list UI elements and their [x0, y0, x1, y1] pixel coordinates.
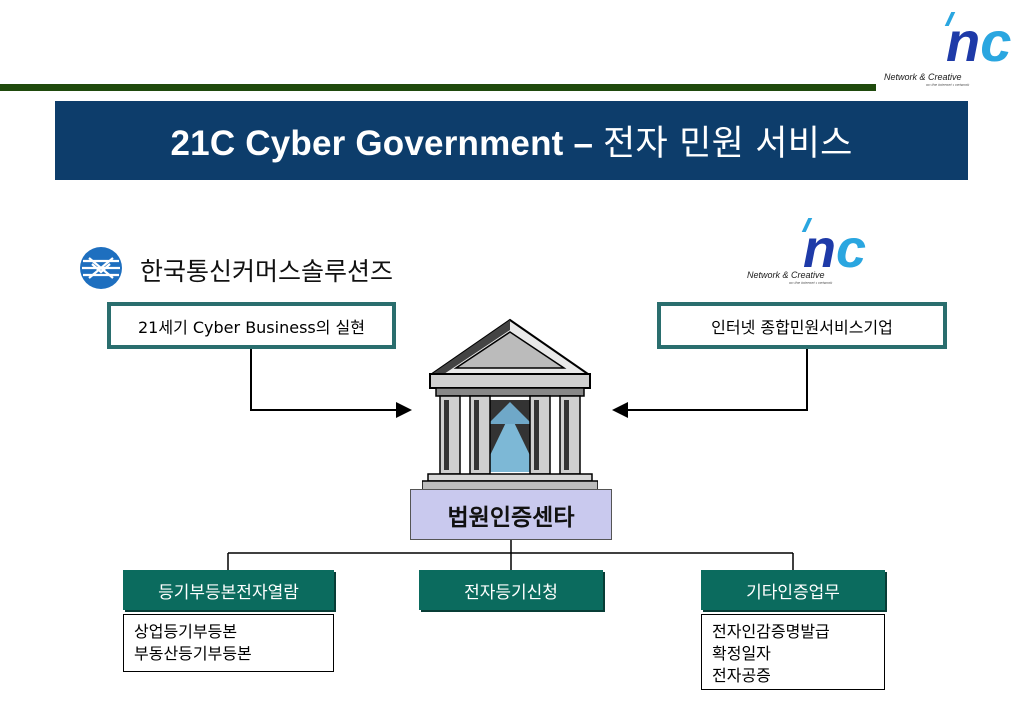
page-title-ko: 전자 민원 서비스	[603, 124, 853, 164]
logo-letters: nc	[803, 219, 867, 279]
logo-tagline: Network & Creative	[884, 72, 962, 82]
logo-subtagline: on the internet • network	[926, 82, 970, 87]
center-box: 법원인증센타	[410, 489, 612, 540]
list-item: 전자인감증명발급	[712, 622, 830, 641]
logo-subtagline: on the internet • network	[789, 280, 833, 285]
page-title-en: 21C Cyber Government –	[170, 124, 594, 163]
title-banner: 21C Cyber Government – 전자 민원 서비스	[55, 101, 968, 180]
courthouse-icon	[422, 318, 598, 491]
branch-list-right: 전자인감증명발급 확정일자 전자공증	[701, 614, 885, 690]
list-item: 전자공증	[712, 666, 771, 685]
list-item: 확정일자	[712, 644, 771, 663]
company-name: 한국통신커머스솔루션즈	[140, 257, 394, 286]
logo-letters: nc	[946, 10, 1012, 73]
logo-mid-right: nc Network & Creative on the internet • …	[745, 218, 875, 288]
page-title: 21C Cyber Government – 전자 민원 서비스	[171, 115, 853, 166]
branch-label-left: 등기부등본전자열람	[123, 570, 334, 610]
list-item: 상업등기부등본	[134, 622, 238, 641]
list-item: 부동산등기부등본	[134, 644, 252, 663]
left-top-box: 21세기 Cyber Business의 실현	[107, 302, 396, 349]
header-rule	[0, 84, 876, 91]
right-top-box: 인터넷 종합민원서비스기업	[657, 302, 947, 349]
logo-top-right: nc Network & Creative on the internet • …	[880, 10, 1020, 90]
branch-list-left: 상업등기부등본 부동산등기부등본	[123, 614, 334, 672]
right-arrow	[612, 347, 808, 418]
branch-label-center: 전자등기신청	[419, 570, 603, 610]
left-arrow	[250, 347, 412, 418]
logo-tagline: Network & Creative	[747, 270, 825, 280]
company-logo-icon	[80, 247, 122, 289]
branch-label-right: 기타인증업무	[701, 570, 885, 610]
